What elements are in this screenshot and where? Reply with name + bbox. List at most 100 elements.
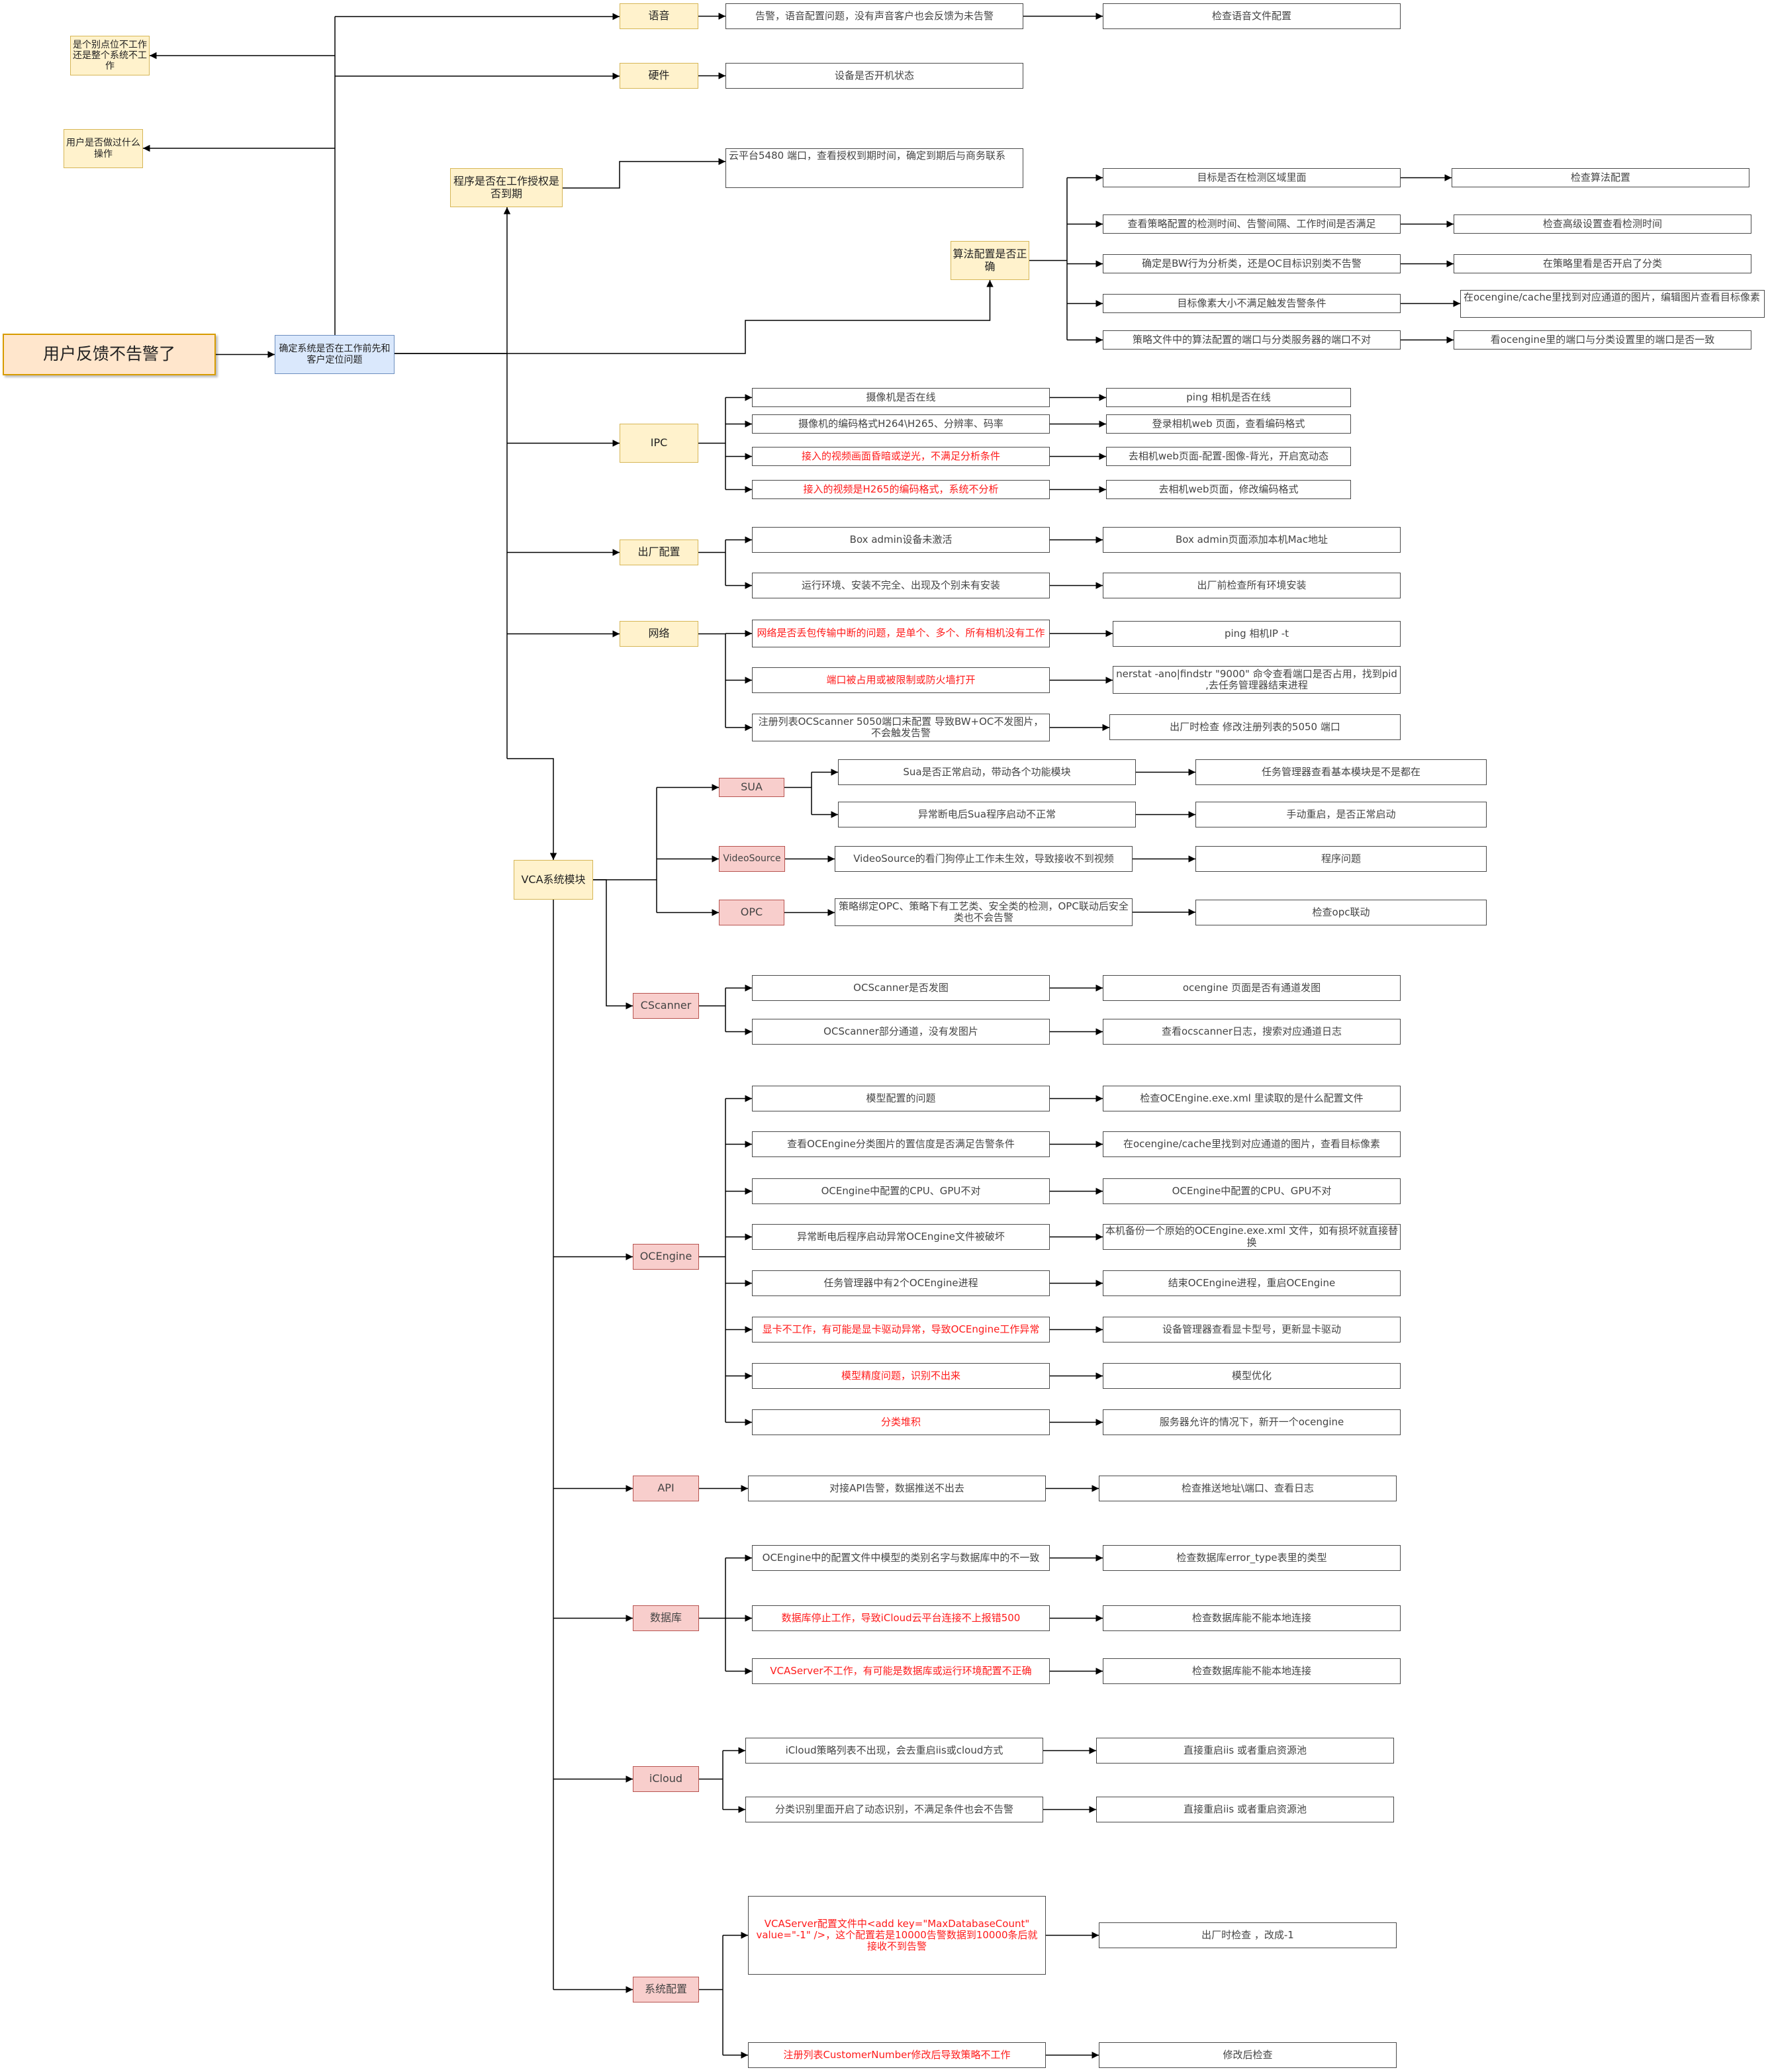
ocengine-solution-1-node: 检查OCEngine.exe.xml 里读取的是什么配置文件 <box>1103 1086 1401 1111</box>
ocengine-detail-2-node: 查看OCEngine分类图片的置信度是否满足告警条件 <box>752 1131 1050 1157</box>
factory-config-category-node: 出厂配置 <box>620 540 698 565</box>
sua-solution-2-node: 手动重启，是否正常启动 <box>1195 802 1487 827</box>
icloud-detail-2-node: 分类识别里面开启了动态识别，不满足条件也会不告警 <box>745 1797 1043 1822</box>
connector-line-68 <box>593 879 633 1010</box>
ipc-detail-4-node: 接入的视频是H265的编码格式，系统不分析 <box>752 480 1050 499</box>
network-solution-2-node: nerstat -ano|findstr "9000" 命令查看端口是否占用，找… <box>1113 666 1401 694</box>
videosource-solution-node: 程序问题 <box>1195 846 1487 872</box>
algo-detail-5-node: 策略文件中的算法配置的端口与分类服务器的端口不对 <box>1103 330 1401 350</box>
confirm-system-working-node: 确定系统是否在工作前先和客户定位问题 <box>275 335 395 374</box>
videosource-detail-node: VideoSource的看门狗停止工作未生效，导致接收不到视频 <box>835 846 1133 872</box>
ocengine-detail-5-node: 任务管理器中有2个OCEngine进程 <box>752 1270 1050 1296</box>
icloud-solution-1-node: 直接重启iis 或者重启资源池 <box>1096 1738 1394 1764</box>
algo-detail-2-node: 查看策略配置的检测时间、告警间隔、工作时间是否满足 <box>1103 214 1401 234</box>
program-license-detail-node: 云平台5480 端口，查看授权到期时间，确定到期后与商务联系 <box>725 148 1023 188</box>
ipc-detail-2-node: 摄像机的编码格式H264\H265、分辨率、码率 <box>752 414 1050 434</box>
algo-solution-2-node: 检查高级设置查看检测时间 <box>1454 214 1751 234</box>
system-config-solution-1-node: 出厂时检查 ，改成-1 <box>1099 1922 1397 1948</box>
voice-detail-node: 告警，语音配置问题，没有声音客户也会反馈为未告警 <box>725 3 1023 29</box>
cscanner-detail-2-node: OCScanner部分通道，没有发图片 <box>752 1019 1050 1045</box>
algorithm-config-category-node: 算法配置是否正确 <box>951 241 1029 280</box>
question-partial-or-whole-node: 是个别点位不工作还是整个系统不工作 <box>70 36 150 75</box>
system-config-detail-2-node: 注册列表CustomerNumber修改后导致策略不工作 <box>748 2042 1046 2068</box>
database-detail-2-node: 数据库停止工作，导致iCloud云平台连接不上报错500 <box>752 1605 1050 1631</box>
ocengine-solution-5-node: 结束OCEngine进程，重启OCEngine <box>1103 1270 1401 1296</box>
ocengine-detail-7-node: 模型精度问题，识别不出来 <box>752 1363 1050 1389</box>
database-solution-2-node: 检查数据库能不能本地连接 <box>1103 1605 1401 1631</box>
api-module-node: API <box>633 1476 699 1501</box>
connector-line-12 <box>563 158 725 189</box>
system-config-module-node: 系统配置 <box>633 1977 699 2002</box>
factory-detail-2-node: 运行环境、安装不完全、出现及个别未有安装 <box>752 573 1050 598</box>
connector-line-9 <box>395 280 994 354</box>
network-solution-1-node: ping 相机IP -t <box>1113 621 1401 647</box>
network-category-node: 网络 <box>620 621 698 647</box>
sua-module-node: SUA <box>719 778 784 797</box>
database-detail-1-node: OCEngine中的配置文件中模型的类别名字与数据库中的不一致 <box>752 1545 1050 1571</box>
opc-module-node: OPC <box>719 900 784 925</box>
ipc-detail-1-node: 摄像机是否在线 <box>752 388 1050 407</box>
database-detail-3-node: VCAServer不工作，有可能是数据库或运行环境配置不正确 <box>752 1658 1050 1684</box>
connector-line-16 <box>507 758 557 860</box>
algo-solution-5-node: 看ocengine里的端口与分类设置里的端口是否一致 <box>1454 330 1751 350</box>
vca-system-module-node: VCA系统模块 <box>514 860 593 900</box>
network-detail-2-node: 端口被占用或被限制或防火墙打开 <box>752 667 1050 693</box>
ipc-detail-3-node: 接入的视频画面昏暗或逆光，不满足分析条件 <box>752 447 1050 466</box>
factory-detail-1-node: Box admin设备未激活 <box>752 527 1050 553</box>
icloud-solution-2-node: 直接重启iis 或者重启资源池 <box>1096 1797 1394 1822</box>
api-solution-node: 检查推送地址\端口、查看日志 <box>1099 1476 1397 1501</box>
ocengine-module-node: OCEngine <box>633 1244 699 1270</box>
voice-category-node: 语音 <box>620 3 698 29</box>
algo-solution-4-node: 在ocengine/cache里找到对应通道的图片，编辑图片查看目标像素 <box>1460 290 1765 318</box>
ocengine-detail-8-node: 分类堆积 <box>752 1409 1050 1435</box>
cscanner-detail-1-node: OCScanner是否发图 <box>752 975 1050 1001</box>
videosource-module-node: VideoSource <box>719 846 785 872</box>
sua-solution-1-node: 任务管理器查看基本模块是不是都在 <box>1195 759 1487 785</box>
factory-solution-2-node: 出厂前检查所有环境安装 <box>1103 573 1401 598</box>
algo-solution-3-node: 在策略里看是否开启了分类 <box>1454 254 1751 273</box>
ocengine-solution-7-node: 模型优化 <box>1103 1363 1401 1389</box>
database-solution-1-node: 检查数据库error_type表里的类型 <box>1103 1545 1401 1571</box>
ipc-solution-1-node: ping 相机是否在线 <box>1106 388 1351 407</box>
algo-detail-1-node: 目标是否在检测区域里面 <box>1103 168 1401 187</box>
ocengine-detail-1-node: 模型配置的问题 <box>752 1086 1050 1111</box>
ipc-solution-2-node: 登录相机web 页面，查看编码格式 <box>1106 414 1351 434</box>
ocengine-detail-3-node: OCEngine中配置的CPU、GPU不对 <box>752 1178 1050 1204</box>
icloud-module-node: iCloud <box>633 1766 699 1792</box>
program-license-category-node: 程序是否在工作授权是否到期 <box>450 168 563 207</box>
ocengine-detail-4-node: 异常断电后程序启动异常OCEngine文件被破坏 <box>752 1224 1050 1250</box>
factory-solution-1-node: Box admin页面添加本机Mac地址 <box>1103 527 1401 553</box>
ocengine-solution-4-node: 本机备份一个原始的OCEngine.exe.xml 文件，如有损坏就直接替换 <box>1103 1224 1401 1250</box>
algo-solution-1-node: 检查算法配置 <box>1452 168 1749 187</box>
network-solution-3-node: 出厂时检查 修改注册列表的5050 端口 <box>1109 714 1401 740</box>
icloud-detail-1-node: iCloud策略列表不出现，会去重启iis或cloud方式 <box>745 1738 1043 1764</box>
api-detail-node: 对接API告警，数据推送不出去 <box>748 1476 1046 1501</box>
ocengine-solution-6-node: 设备管理器查看显卡型号，更新显卡驱动 <box>1103 1317 1401 1342</box>
ocengine-solution-2-node: 在ocengine/cache里找到对应通道的图片，查看目标像素 <box>1103 1131 1401 1157</box>
algo-detail-3-node: 确定是BW行为分析类，还是OC目标识别类不告警 <box>1103 254 1401 273</box>
algo-detail-4-node: 目标像素大小不满足触发告警条件 <box>1103 294 1401 313</box>
ocengine-solution-3-node: OCEngine中配置的CPU、GPU不对 <box>1103 1178 1401 1204</box>
database-module-node: 数据库 <box>633 1605 699 1631</box>
question-user-operation-node: 用户是否做过什么操作 <box>64 129 143 168</box>
hardware-detail-node: 设备是否开机状态 <box>725 63 1023 89</box>
cscanner-solution-2-node: 查看ocscanner日志，搜索对应通道日志 <box>1103 1019 1401 1045</box>
cscanner-solution-1-node: ocengine 页面是否有通道发图 <box>1103 975 1401 1001</box>
voice-solution-node: 检查语音文件配置 <box>1103 3 1401 29</box>
system-config-detail-1-node: VCAServer配置文件中<add key="MaxDatabaseCount… <box>748 1896 1046 1975</box>
opc-detail-node: 策略绑定OPC、策略下有工艺类、安全类的检测，OPC联动后安全类也不会告警 <box>835 898 1133 926</box>
network-detail-3-node: 注册列表OCScanner 5050端口未配置 导致BW+OC不发图片，不会触发… <box>752 714 1050 741</box>
database-solution-3-node: 检查数据库能不能本地连接 <box>1103 1658 1401 1684</box>
opc-solution-node: 检查opc联动 <box>1195 900 1487 925</box>
sua-detail-2-node: 异常断电后Sua程序启动不正常 <box>838 802 1136 827</box>
cscanner-module-node: CScanner <box>633 993 699 1019</box>
sua-detail-1-node: Sua是否正常启动，带动各个功能模块 <box>838 759 1136 785</box>
system-config-solution-2-node: 修改后检查 <box>1099 2042 1397 2068</box>
ocengine-solution-8-node: 服务器允许的情况下，新开一个ocengine <box>1103 1409 1401 1435</box>
ipc-category-node: IPC <box>620 424 698 463</box>
hardware-category-node: 硬件 <box>620 63 698 89</box>
network-detail-1-node: 网络是否丢包传输中断的问题，是单个、多个、所有相机没有工作 <box>752 620 1050 647</box>
ocengine-detail-6-node: 显卡不工作，有可能是显卡驱动异常，导致OCEngine工作异常 <box>752 1317 1050 1342</box>
